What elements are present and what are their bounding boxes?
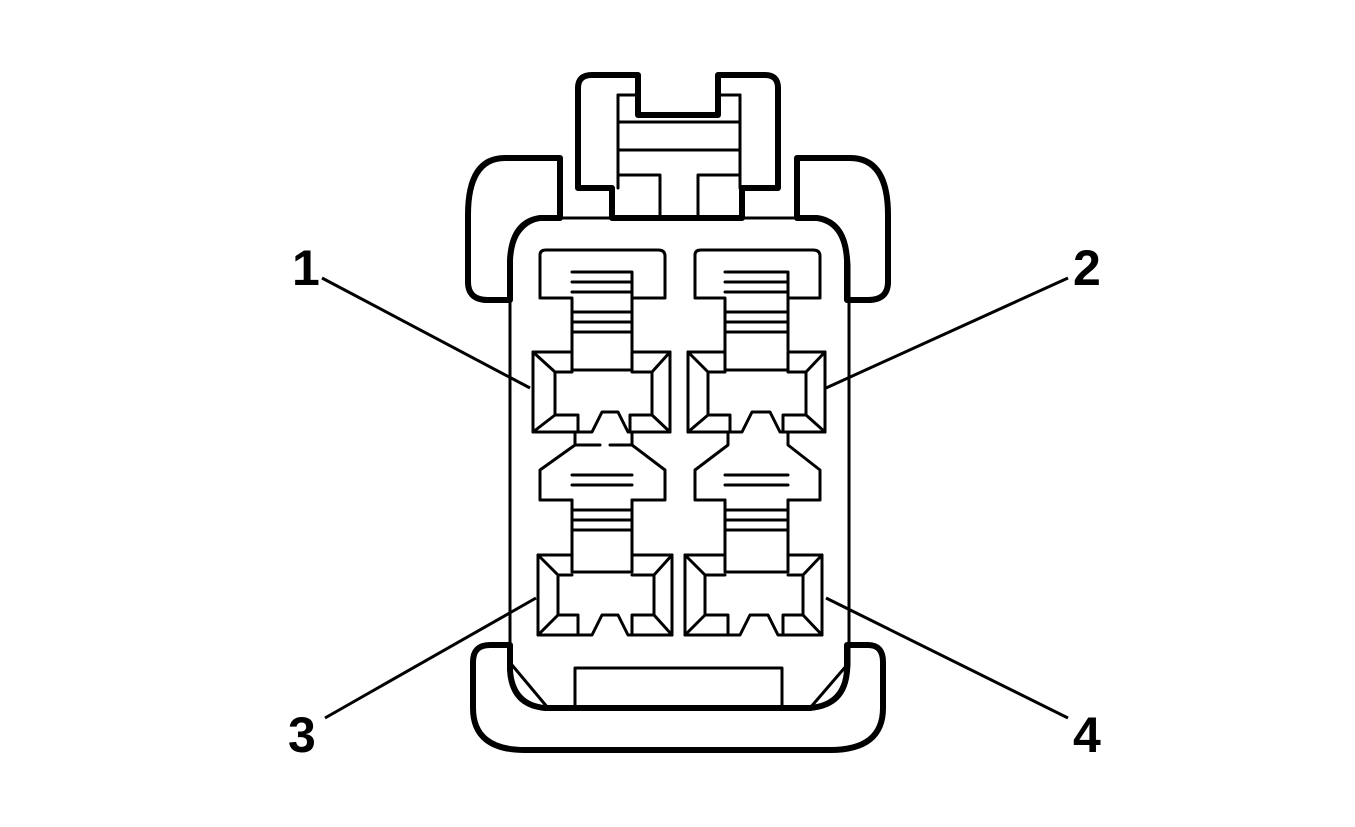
leader-line-1 (321, 276, 531, 390)
terminal-cavities (531, 248, 827, 637)
cavity-3 (536, 473, 674, 637)
cavity-2 (686, 248, 827, 434)
connector-housing (465, 72, 891, 753)
pin-label-1: 1 (292, 240, 320, 296)
pin-label-4: 4 (1073, 707, 1101, 763)
pin-label-2: 2 (1073, 240, 1101, 296)
leader-line-3 (324, 596, 537, 720)
leader-line-2 (825, 276, 1069, 390)
leader-line-4 (825, 596, 1069, 720)
pin-label-3: 3 (288, 707, 316, 763)
cavity-1 (531, 248, 672, 434)
pin-callouts: 1 2 3 4 (288, 240, 1101, 763)
cavity-4 (683, 473, 824, 637)
